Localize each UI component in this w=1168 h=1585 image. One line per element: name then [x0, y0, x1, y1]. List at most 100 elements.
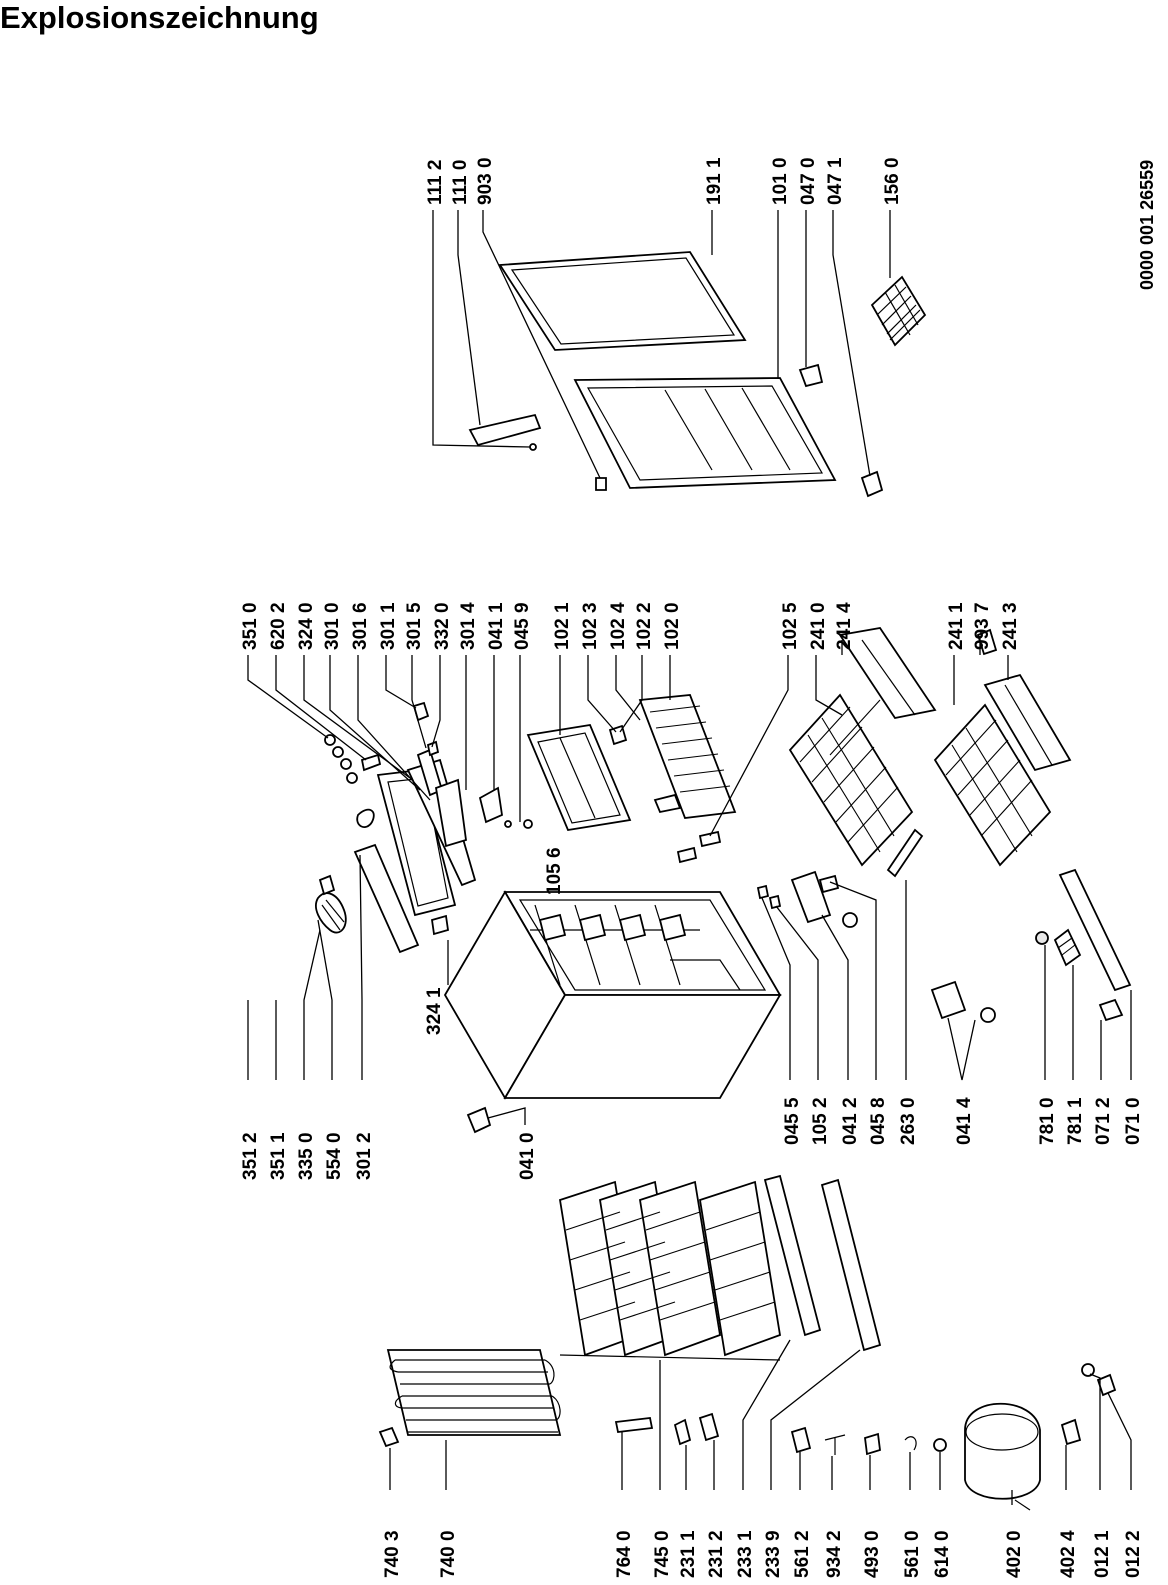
part-label: 105 6	[544, 847, 565, 895]
rail-233-1	[763, 1174, 822, 1337]
part-label: 241 3	[1000, 602, 1021, 650]
part-label: 561 0	[902, 1530, 923, 1578]
part-label: 241 1	[946, 602, 967, 650]
document-id: 0000 001 26559	[1137, 160, 1157, 290]
part-label: 241 4	[834, 602, 855, 650]
bracket-part	[360, 753, 382, 772]
hinge-top	[478, 786, 503, 824]
part-label: 041 2	[840, 1097, 861, 1145]
thermostat-bracket	[318, 874, 336, 896]
part-label: 045 5	[782, 1097, 803, 1145]
part-label: 041 4	[954, 1097, 975, 1145]
door-stop	[860, 470, 884, 498]
part-label: 041 1	[486, 602, 507, 650]
control-housing	[376, 769, 457, 917]
part-label: 231 2	[706, 1530, 727, 1578]
part-label: 241 0	[808, 602, 829, 650]
rail-233-9	[820, 1178, 882, 1352]
drawer-front-grille	[638, 694, 737, 819]
part-label: 781 0	[1037, 1097, 1058, 1145]
part-label: 764 0	[614, 1530, 635, 1578]
part-label: 351 1	[268, 1132, 289, 1180]
part-label: 561 2	[792, 1530, 813, 1578]
hinge-bottom	[466, 1106, 492, 1134]
rail-071-0	[1058, 868, 1132, 992]
bushing-round	[842, 912, 858, 928]
part-label: 233 9	[763, 1530, 784, 1578]
part-label: 041 0	[517, 1132, 538, 1180]
control-lower	[353, 843, 420, 954]
cabinet-front	[503, 994, 782, 1099]
screw-part	[768, 894, 782, 910]
evaporator-shelves	[558, 1180, 782, 1361]
part-label: 102 3	[580, 602, 601, 650]
drawer-tab	[676, 846, 698, 864]
part-label: 301 2	[354, 1132, 375, 1180]
part-label: 102 0	[662, 602, 683, 650]
part-label: 301 4	[458, 602, 479, 650]
thermostat-part	[315, 892, 347, 934]
part-label: 102 1	[552, 602, 573, 650]
part-493-0	[864, 1432, 881, 1456]
part-label: 993 7	[972, 602, 993, 650]
part-label: 351 0	[240, 602, 261, 650]
part-label: 332 0	[432, 602, 453, 650]
switch-part	[412, 701, 430, 722]
freezer-basket-large	[788, 693, 914, 867]
part-label: 045 8	[868, 1097, 889, 1145]
part-label: 101 0	[770, 157, 791, 205]
knob-part	[340, 758, 352, 770]
clip-561-0	[904, 1436, 917, 1451]
knob-part	[332, 746, 344, 758]
bushing-part	[818, 874, 840, 894]
ice-tray	[870, 275, 927, 347]
part-label: 111 0	[450, 160, 471, 205]
screw-part	[756, 884, 770, 900]
lamp-781	[1035, 931, 1049, 945]
part-label: 740 3	[382, 1530, 403, 1578]
part-label: 045 9	[512, 602, 533, 650]
part-label: 301 6	[350, 602, 371, 650]
grommet-012-1	[1081, 1363, 1095, 1377]
handle-part	[468, 413, 542, 447]
compressor-mount	[1060, 1418, 1082, 1446]
knob-dial	[356, 808, 375, 828]
part-label: 620 2	[268, 602, 289, 650]
part-label: 301 0	[322, 602, 343, 650]
part-231-1	[673, 1418, 692, 1446]
part-label: 102 4	[608, 602, 629, 650]
cabinet-assembly	[247, 828, 1132, 1134]
part-label: 740 0	[438, 1530, 459, 1578]
part-231-2	[698, 1412, 720, 1442]
part-label: 111 2	[425, 160, 446, 205]
part-614-0	[933, 1438, 947, 1452]
cover-clip	[976, 628, 998, 656]
part-label: 071 0	[1123, 1097, 1144, 1145]
door-clip	[798, 363, 824, 388]
part-label: 047 0	[798, 157, 819, 205]
part-label: 231 1	[678, 1530, 699, 1578]
part-label: 301 1	[378, 602, 399, 650]
part-label: 191 1	[704, 157, 725, 205]
lamp-cover	[1053, 928, 1082, 967]
part-label: 156 0	[882, 157, 903, 205]
condenser-bracket	[378, 1426, 400, 1448]
sleeve-012-2	[1096, 1373, 1117, 1397]
compressor	[964, 1402, 1041, 1511]
part-label: 105 2	[810, 1097, 831, 1145]
hinge-lower	[930, 980, 967, 1020]
hinge-middle	[790, 870, 832, 924]
part-label: 012 1	[1092, 1530, 1113, 1578]
part-label: 263 0	[898, 1097, 919, 1145]
drawer-cover	[838, 627, 937, 720]
door-panel	[573, 377, 837, 489]
part-label: 047 1	[825, 157, 846, 205]
part-label: 233 1	[735, 1530, 756, 1578]
part-label: 301 5	[404, 602, 425, 650]
part-label: 102 2	[634, 602, 655, 650]
part-label: 934 2	[824, 1530, 845, 1578]
wire-934-2	[824, 1434, 846, 1455]
door-assembly	[432, 210, 927, 498]
cooling-system-assembly	[378, 1174, 1132, 1511]
